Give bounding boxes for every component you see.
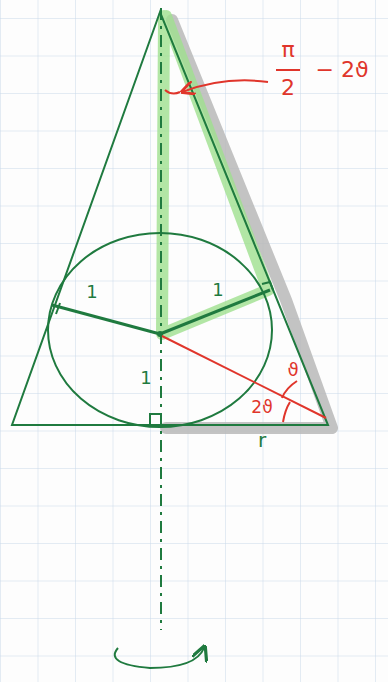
angle-arc [282,381,297,398]
radius-length: 1 [140,369,151,387]
rotation-axis [160,8,162,630]
right-angle-mark [56,303,60,314]
angle-term: − 2ϑ [315,59,368,81]
fraction-bar [276,69,300,71]
angle-bisector [162,336,326,418]
angle-arc [165,90,180,94]
green-highlight [162,16,268,334]
radius-length: 1 [212,281,223,299]
pointer-arrow [182,80,268,92]
right-angle-mark [150,414,160,425]
angle-denominator: 2 [281,77,295,99]
half-angle: ϑ [287,361,298,379]
base-radius: r [258,430,266,450]
angle-arc [283,402,290,422]
base-angle: 2ϑ [251,399,272,416]
radius [52,305,160,334]
inscribed-sphere [48,233,272,427]
radius-length: 1 [86,283,97,301]
angle-numerator: π [281,39,294,61]
rotation-arrow [115,648,204,668]
cone-section [12,12,328,425]
right-angle-mark [262,282,273,290]
